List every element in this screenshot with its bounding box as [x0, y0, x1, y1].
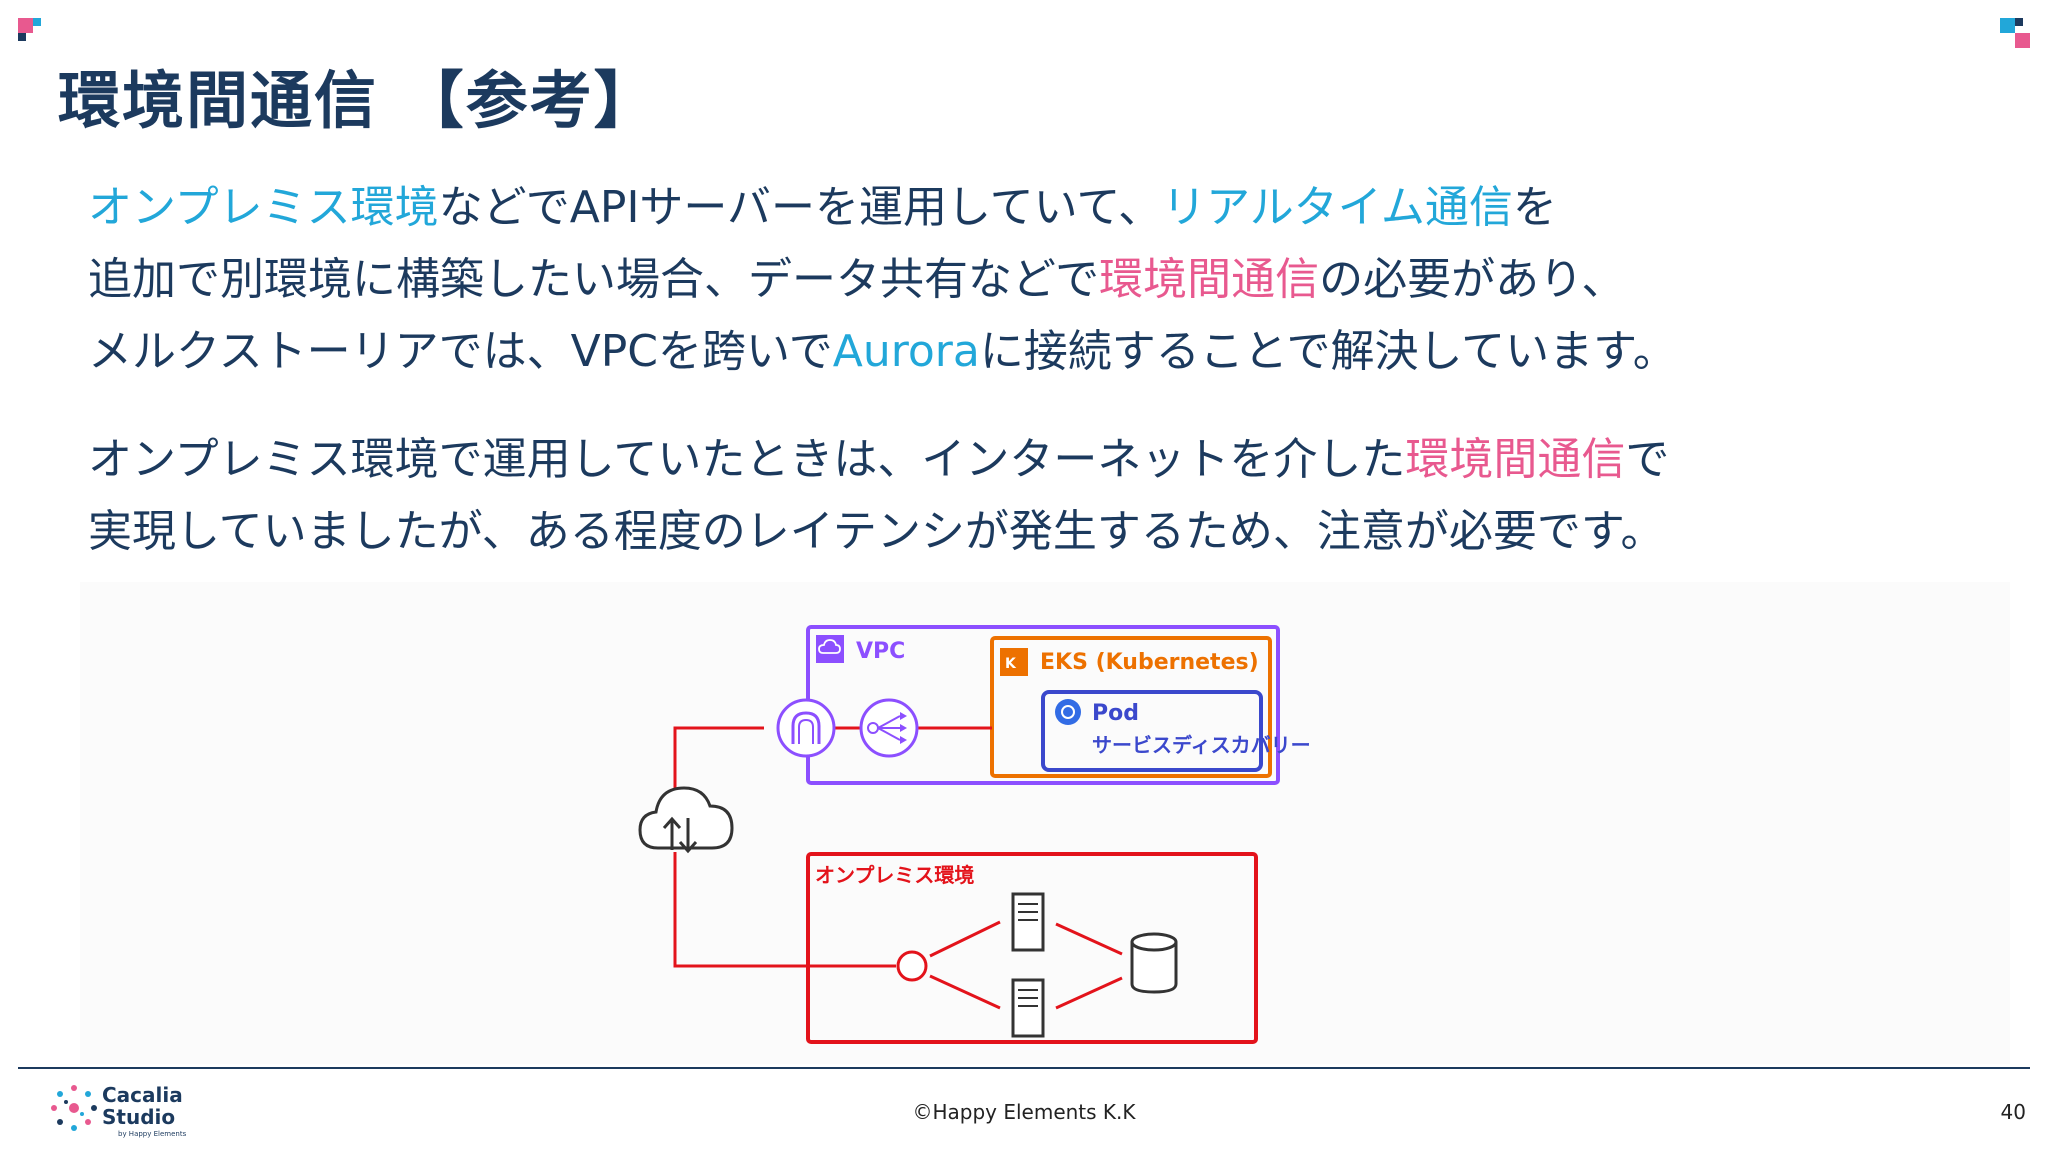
paragraph-2: オンプレミス環境で運用していたときは、インターネットを介した環境間通信で 実現し… [88, 424, 1669, 568]
paragraph-2-line-2: 実現していましたが、ある程度のレイテンシが発生するため、注意が必要です。 [88, 496, 1669, 568]
body-text: オンプレミス環境で運用していたときは、インターネットを介した [88, 434, 1406, 485]
network-diagram: VPC K EKS (Kubernetes) Pod サービスディスカバリー [638, 625, 1311, 1044]
paragraph-1-line-3: メルクストーリアでは、VPCを跨いでAuroraに接続することで解決しています。 [88, 316, 1677, 388]
body-text: などでAPIサーバーを運用していて、 [438, 182, 1163, 233]
body-text: メルクストーリアでは、VPCを跨いで [88, 326, 833, 377]
onprem-box [806, 852, 1258, 1044]
copyright: ©Happy Elements K.K [912, 1100, 1136, 1124]
body-text: 実現していましたが、ある程度のレイテンシが発生するため、注意が必要です。 [88, 506, 1665, 557]
highlight-text: オンプレミス環境 [88, 182, 439, 233]
vpc-label: VPC [856, 639, 905, 664]
pod-sub-label: サービスディスカバリー [1092, 733, 1311, 757]
eks-label: EKS (Kubernetes) [1040, 650, 1259, 675]
svg-text:K: K [1005, 656, 1017, 672]
corner-decoration-right [2000, 18, 2030, 48]
corner-decoration-left [18, 18, 48, 48]
logo-subtext: by Happy Elements [118, 1130, 187, 1138]
highlight-text: リアルタイム通信 [1162, 182, 1513, 233]
highlight-text: Aurora [832, 326, 980, 377]
logo-mark-icon [51, 1085, 97, 1131]
footer-divider [18, 1067, 2030, 1069]
page-title: 環境間通信 【参考】 [58, 64, 658, 137]
eks-icon: K [1000, 648, 1028, 676]
logo-text-line-1: Cacalia [102, 1083, 183, 1107]
kubernetes-pod-icon [1055, 699, 1081, 725]
paragraph-1-line-1: オンプレミス環境などでAPIサーバーを運用していて、リアルタイム通信を [88, 172, 1677, 244]
paragraph-1-line-2: 追加で別環境に構築したい場合、データ共有などで環境間通信の必要があり、 [88, 244, 1677, 316]
connection-line [673, 726, 764, 808]
cacalia-studio-logo: Cacalia Studio by Happy Elements [48, 1082, 208, 1144]
connection-line [929, 974, 1001, 1010]
connection-line [929, 920, 1001, 958]
connection-line [1055, 922, 1123, 956]
body-text: に接続することで解決しています。 [979, 326, 1677, 377]
highlight-text: 環境間通信 [1099, 254, 1320, 305]
body-text: を [1512, 182, 1557, 233]
load-balancer-icon [859, 698, 919, 758]
connection-line [1055, 976, 1123, 1010]
eks-box [990, 636, 1272, 778]
internet-cloud-icon [638, 786, 734, 854]
internet-gateway-icon [776, 698, 836, 758]
server-icon [1011, 978, 1045, 1038]
vpc-icon [816, 635, 844, 663]
body-text: で [1625, 434, 1670, 485]
router-node-icon [896, 950, 928, 982]
connection-line [673, 852, 896, 968]
paragraph-2-line-1: オンプレミス環境で運用していたときは、インターネットを介した環境間通信で [88, 424, 1669, 496]
highlight-text: 環境間通信 [1405, 434, 1626, 485]
pod-box [1041, 690, 1263, 772]
body-text: 追加で別環境に構築したい場合、データ共有などで [88, 254, 1100, 305]
server-icon [1011, 892, 1045, 952]
pod-label: Pod [1092, 701, 1139, 726]
body-text: の必要があり、 [1319, 254, 1626, 305]
onprem-label: オンプレミス環境 [815, 863, 974, 887]
logo-text-line-2: Studio [102, 1105, 176, 1129]
database-icon [1130, 932, 1178, 994]
diagram-background [80, 582, 2010, 1064]
paragraph-1: オンプレミス環境などでAPIサーバーを運用していて、リアルタイム通信を 追加で別… [88, 172, 1677, 388]
page-number: 40 [2000, 1100, 2026, 1124]
